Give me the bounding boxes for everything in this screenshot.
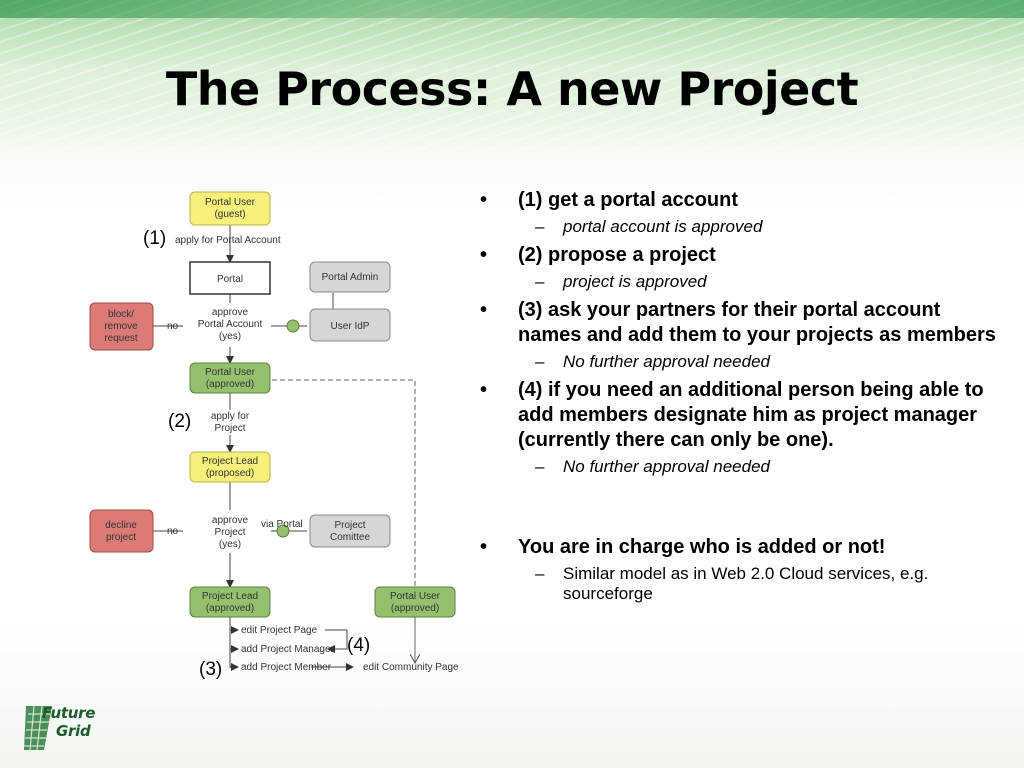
bullet-1-sub: portal account is approved [478,217,1003,237]
bullet-spacer [478,477,1003,529]
svg-text:Project Lead: Project Lead [202,591,258,602]
bullet-2-sub: project is approved [478,272,1003,292]
svg-text:Portal Admin: Portal Admin [322,272,379,283]
node-project-comittee: Project Comittee [309,514,391,548]
svg-text:project: project [106,532,136,543]
svg-text:apply for: apply for [211,411,250,422]
arrow-page-to-manager [325,629,348,653]
bullet-1: (1) get a portal account [478,188,1003,213]
node-portal-admin: Portal Admin [309,261,391,293]
bullet-2: (2) propose a project [478,243,1003,268]
svg-text:request: request [104,333,138,344]
svg-text:(approved): (approved) [206,379,254,390]
bullet-3: (3) ask your partners for their portal a… [478,298,1003,348]
svg-text:approve: approve [212,307,249,318]
svg-text:approve: approve [212,515,249,526]
bullet-list: (1) get a portal account portal account … [478,182,1003,604]
svg-text:Project: Project [214,423,245,434]
node-project-lead-proposed: Project Lead (proposed) [189,451,271,483]
svg-text:Portal User: Portal User [390,591,441,602]
svg-text:Portal: Portal [217,274,243,285]
svg-text:decline: decline [105,520,137,531]
connector-circle-portal [276,524,290,538]
futuregrid-logo-icon [24,705,52,751]
node-portal-user-approved-2: Portal User (approved) [374,586,456,618]
marker-step-4: (4) [347,635,370,656]
svg-text:(yes): (yes) [219,539,241,550]
bullet-5-sub: Similar model as in Web 2.0 Cloud servic… [478,564,1003,604]
label-apply-project: apply for Project [211,411,250,434]
svg-text:Project: Project [334,520,365,531]
label-add-project-manager: add Project Manager [241,644,335,655]
marker-step-1: (1) [143,228,166,249]
svg-text:Portal Account: Portal Account [198,319,263,330]
svg-text:Project Lead: Project Lead [202,456,258,467]
label-edit-project-page: edit Project Page [241,625,318,636]
svg-text:remove: remove [104,321,138,332]
bullet-4: (4) if you need an additional person bei… [478,378,1003,453]
label-add-project-member: add Project Member [241,662,332,673]
svg-text:Comittee: Comittee [330,532,370,543]
label-edit-community-page: edit Community Page [363,662,459,673]
node-portal-user-approved: Portal User (approved) [189,362,271,394]
svg-text:(yes): (yes) [219,331,241,342]
marker-step-3: (3) [199,659,222,680]
node-portal-user-guest: Portal User (guest) [189,191,271,226]
connector-circle-idp [286,319,300,333]
svg-text:Portal User: Portal User [205,197,256,208]
label-no-2: no [167,526,179,537]
svg-text:(proposed): (proposed) [206,468,254,479]
svg-text:Project: Project [214,527,245,538]
bullet-3-sub: No further approval needed [478,352,1003,372]
futuregrid-logo: Future Grid [22,700,102,756]
marker-step-2: (2) [168,411,191,432]
node-project-lead-approved: Project Lead (approved) [189,586,271,618]
svg-text:Portal User: Portal User [205,367,256,378]
svg-text:(approved): (approved) [206,603,254,614]
logo-text-future: Future [42,704,96,722]
label-via-portal: via Portal [261,519,303,530]
svg-text:(approved): (approved) [391,603,439,614]
label-apply-portal-account: apply for Portal Account [175,235,281,246]
header-background [0,0,1024,150]
svg-text:(guest): (guest) [214,209,245,220]
label-no-1: no [167,321,179,332]
node-user-idp: User IdP [309,308,391,342]
bullet-5: You are in charge who is added or not! [478,535,1003,560]
slide-title: The Process: A new Project [165,62,859,116]
svg-text:User IdP: User IdP [331,321,370,332]
label-approve-project: approve Project (yes) [212,515,249,550]
dashed-connector-member [272,379,416,587]
logo-text-grid: Grid [56,722,91,740]
svg-text:block/: block/ [108,309,134,320]
label-approve-portal-account: approve Portal Account (yes) [198,307,263,342]
bullet-4-sub: No further approval needed [478,457,1003,477]
process-diagram: Portal User (guest) Portal Portal Admin … [89,191,459,680]
node-decline-project: decline project [89,509,154,553]
node-portal: Portal [189,261,271,295]
node-block-remove-request: block/ remove request [89,302,154,351]
